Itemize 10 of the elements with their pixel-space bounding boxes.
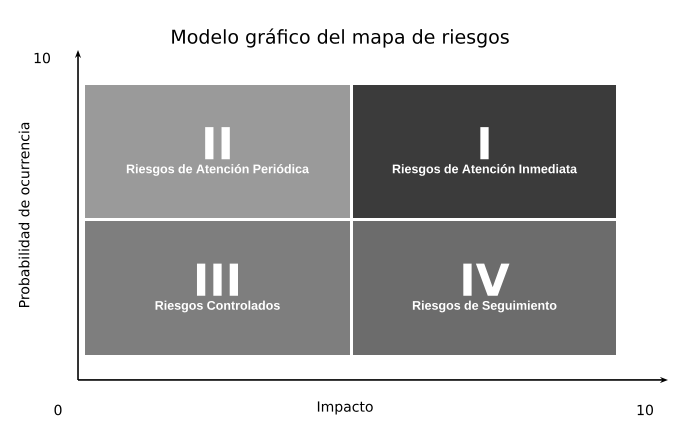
- quadrant-box: II Riesgos de Atención Periódica: [85, 84, 350, 218]
- quadrant-box: III Riesgos Controlados: [85, 221, 350, 355]
- title: Modelo gráfico del mapa de riesgos: [172, 28, 509, 48]
- axis-title: Probabilidad de ocurrencia: [18, 122, 30, 307]
- axis-tick-label: 10: [638, 404, 653, 416]
- axis-tick-label: 10: [34, 52, 50, 64]
- quadrant-box: I Riesgos de Atención Inmediata: [353, 84, 616, 218]
- axis-tick-label: 0: [54, 404, 62, 416]
- axis-title: Impacto: [318, 401, 373, 415]
- quadrant-box: IV Riesgos de Seguimiento: [353, 221, 616, 355]
